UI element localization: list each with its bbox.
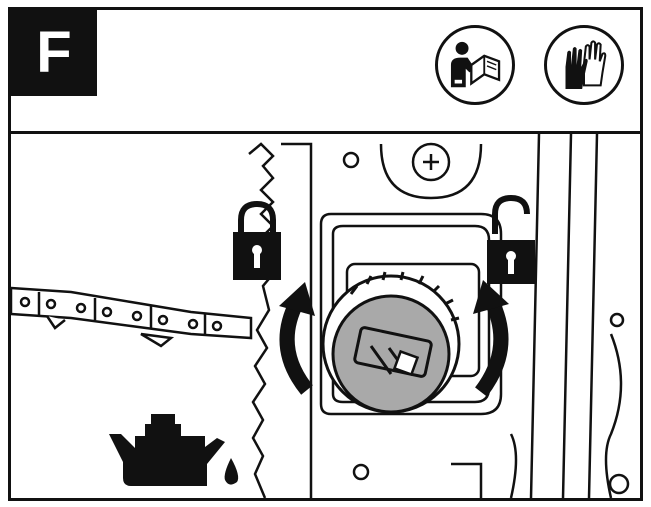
protective-gloves-icon [544, 25, 624, 105]
read-manual-icon [435, 25, 515, 105]
saw-chain [11, 286, 253, 348]
rotate-arrow-right-icon [473, 280, 509, 397]
chainsaw-illustration [11, 134, 640, 498]
rotate-arrow-left-icon [279, 282, 315, 395]
step-label: F [11, 10, 97, 96]
instruction-panel: F [8, 7, 643, 501]
padlock-locked-icon [233, 200, 281, 280]
padlock-unlocked-icon [487, 194, 535, 284]
oil-drop-icon [224, 458, 239, 485]
chain-tension-knob-icon [321, 271, 461, 414]
oil-can-icon [109, 414, 225, 486]
panel-header: F [11, 10, 640, 134]
